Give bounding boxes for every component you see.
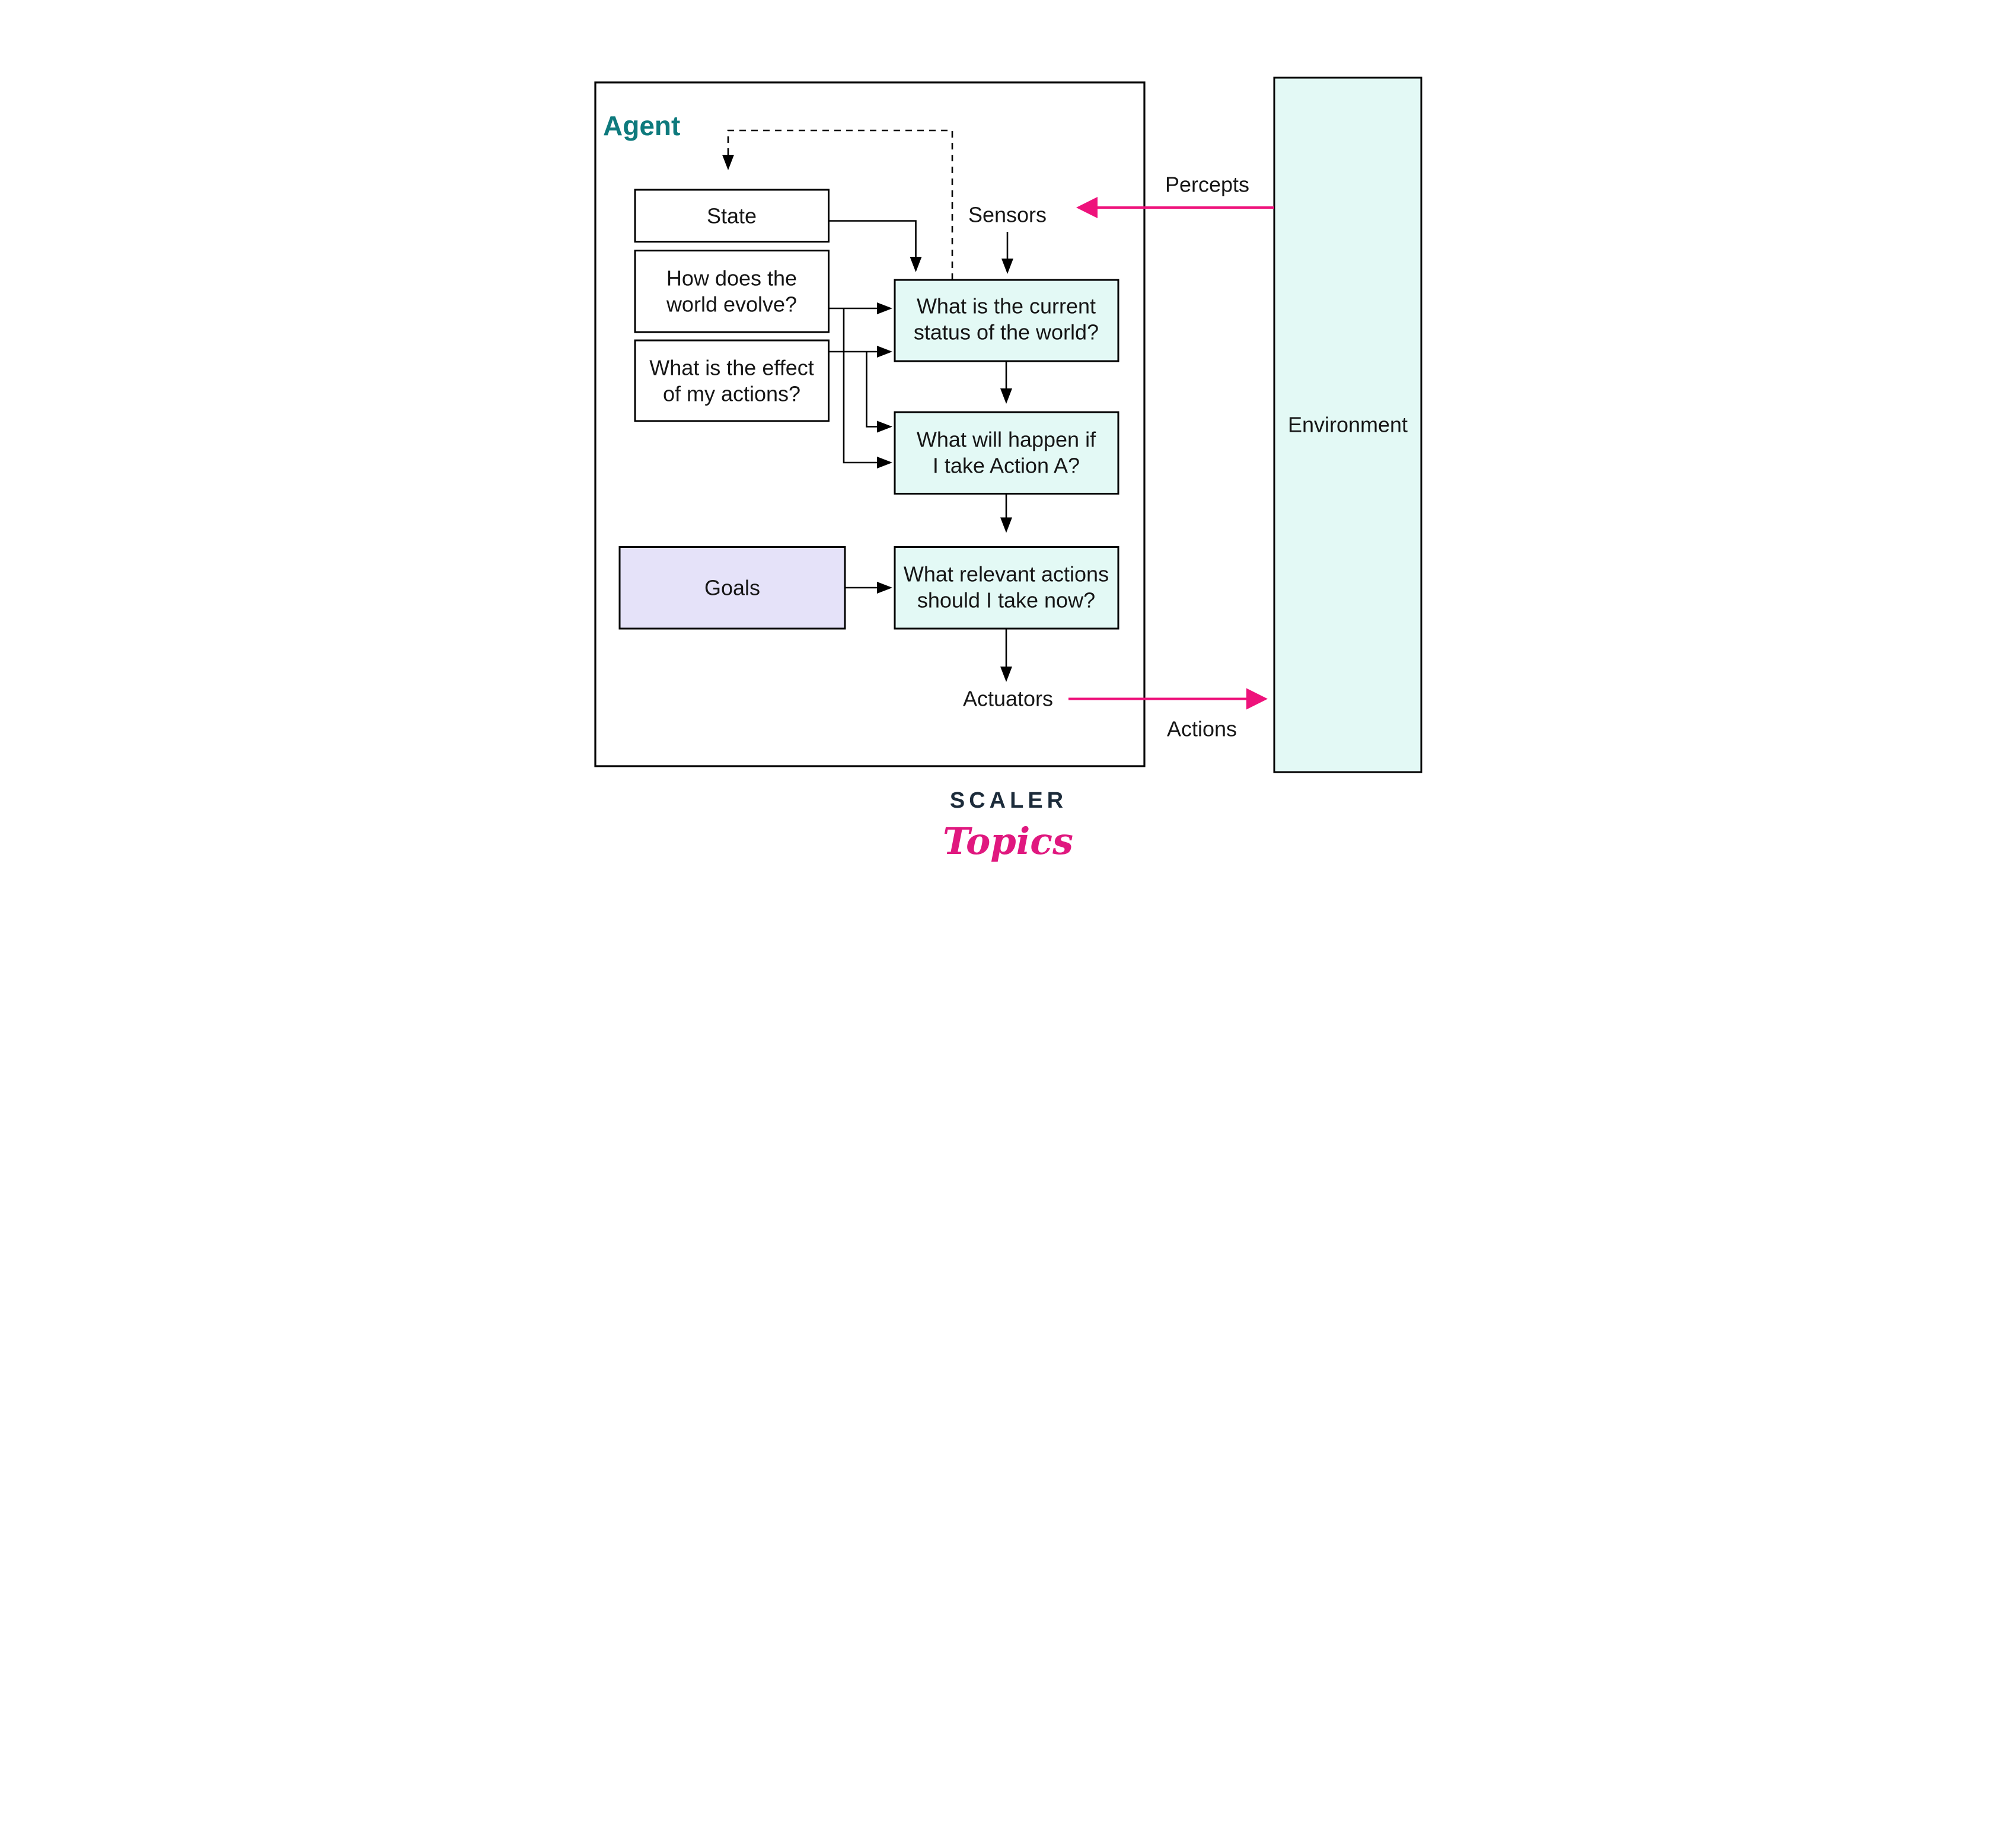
relevant-actions-line2: should I take now? [917, 588, 1095, 613]
how-evolve-to-will-happen-branch [843, 308, 878, 464]
relevant-actions-box [894, 546, 1119, 630]
percepts-label: Percepts [1165, 173, 1249, 197]
will-happen-line1: What will happen if [917, 428, 1096, 452]
feedback-dashed-connector [727, 129, 953, 280]
how-world-evolves-line1: How does the [666, 266, 797, 291]
current-status-line2: status of the world? [914, 320, 1099, 345]
arrowhead-down-icon [1000, 667, 1012, 682]
arrowhead-left-pink-icon [1076, 197, 1098, 218]
will-happen-line2: I take Action A? [933, 454, 1080, 478]
arrowhead-right-pink-icon [1246, 688, 1268, 710]
effect-of-actions-line1: What is the effect [649, 356, 814, 380]
arrowhead-down-icon [722, 155, 734, 170]
diagram-canvas: Agent Environment State How does the wor… [594, 76, 1422, 863]
sensors-label: Sensors [968, 203, 1047, 227]
relevant-actions-line1: What relevant actions [904, 562, 1109, 586]
agent-architecture-diagram: Agent Environment State How does the wor… [504, 0, 1512, 916]
arrowhead-down-icon [910, 257, 922, 272]
state-label: State [707, 204, 757, 228]
state-box [634, 189, 830, 243]
effect-of-actions-box [634, 339, 830, 422]
actuators-label: Actuators [963, 687, 1053, 711]
arrowhead-right-icon [877, 457, 892, 468]
arrowhead-down-icon [1000, 517, 1012, 533]
scaler-topics-logo: SCALER Topics [943, 788, 1073, 863]
will-happen-box [894, 411, 1119, 495]
how-world-evolves-box [634, 250, 830, 333]
effect-of-actions-line2: of my actions? [663, 382, 800, 406]
arrowhead-down-icon [1001, 259, 1013, 274]
logo-brand-text: SCALER [950, 788, 1067, 813]
arrowhead-right-icon [877, 582, 892, 594]
agent-title: Agent [603, 110, 680, 141]
goals-label: Goals [704, 576, 760, 600]
logo-product-text: Topics [943, 820, 1073, 863]
state-to-status-connector [828, 220, 917, 259]
current-status-line1: What is the current [917, 294, 1096, 318]
environment-label: Environment [1288, 413, 1408, 437]
effect-to-will-happen-branch [866, 352, 878, 428]
goals-box [618, 546, 846, 630]
arrowhead-right-icon [877, 420, 892, 433]
environment-box [1273, 76, 1422, 773]
arrowhead-right-icon [877, 302, 892, 314]
arrowhead-right-icon [877, 346, 892, 358]
arrowhead-down-icon [1000, 388, 1012, 404]
actions-label: Actions [1167, 717, 1237, 741]
how-world-evolves-line2: world evolve? [666, 292, 797, 317]
